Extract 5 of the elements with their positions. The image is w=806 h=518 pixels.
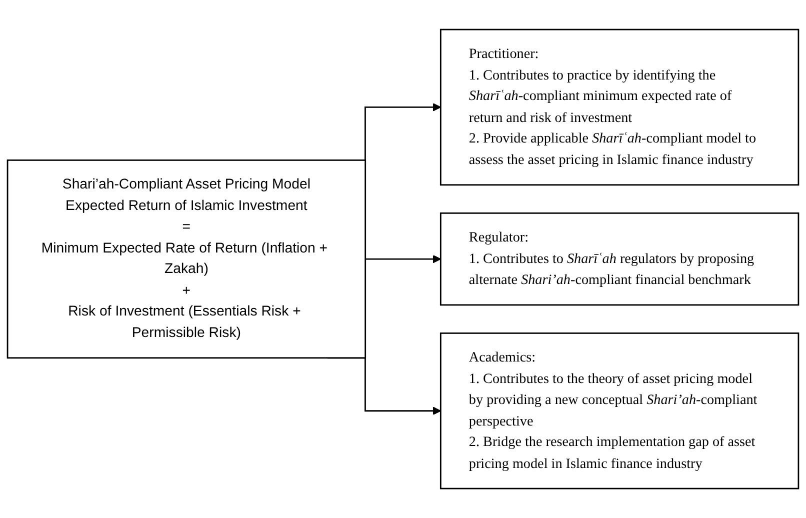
node-box bbox=[440, 28, 800, 186]
node-box bbox=[440, 332, 800, 490]
node-box bbox=[6, 159, 366, 359]
node-box bbox=[440, 212, 800, 306]
arrow bbox=[365, 254, 442, 264]
